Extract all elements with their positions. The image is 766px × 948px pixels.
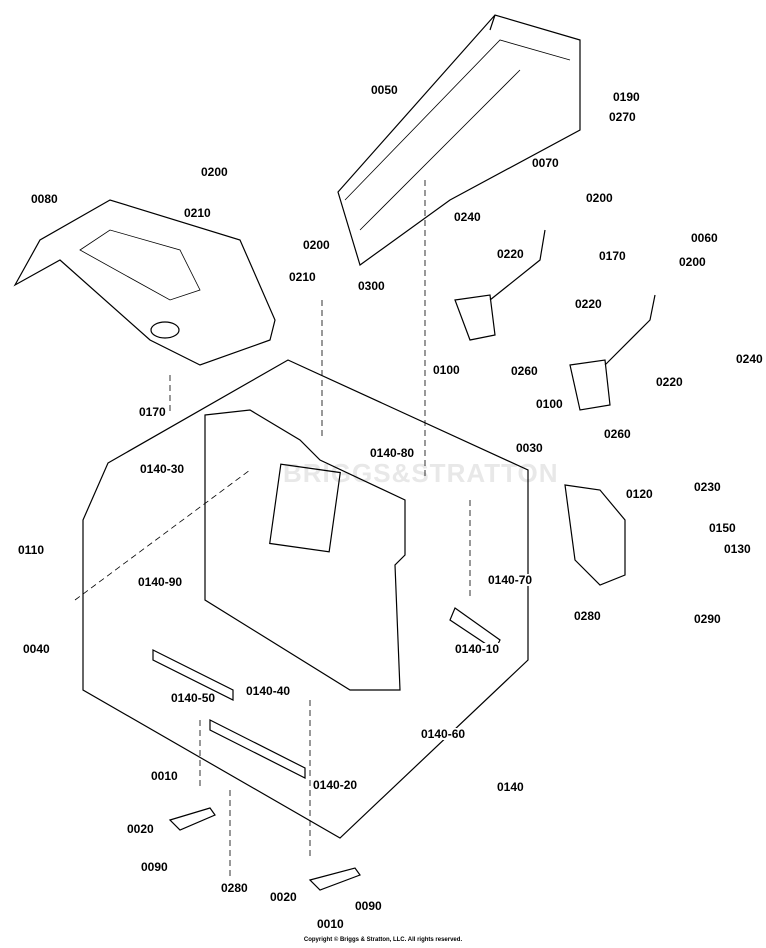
callout-0040: 0040 (22, 642, 51, 656)
callout-0190: 0190 (612, 90, 641, 104)
callout-0170: 0170 (598, 249, 627, 263)
callout-0240: 0240 (453, 210, 482, 224)
callout-0100: 0100 (535, 397, 564, 411)
callout-0220: 0220 (496, 247, 525, 261)
callout-0110: 0110 (17, 543, 46, 557)
dash-cover (13, 199, 276, 366)
pedal-right (308, 867, 361, 891)
bracket-right (569, 294, 656, 411)
callout-0130: 0130 (723, 542, 752, 556)
callout-0170: 0170 (138, 405, 167, 419)
callout-0200: 0200 (200, 165, 229, 179)
callout-0300: 0300 (357, 279, 386, 293)
pedal-left (168, 807, 216, 831)
callout-0280: 0280 (220, 881, 249, 895)
rear-bar (209, 719, 306, 779)
callout-0150: 0150 (708, 521, 737, 535)
callout-0020: 0020 (269, 890, 298, 904)
lower-bar (152, 649, 234, 701)
callout-0220: 0220 (574, 297, 603, 311)
callout-0200: 0200 (302, 238, 331, 252)
callout-0140-60: 0140-60 (420, 727, 467, 741)
callout-0140-30: 0140-30 (139, 462, 186, 476)
callout-0230: 0230 (693, 480, 722, 494)
callout-0080: 0080 (30, 192, 59, 206)
callout-0140-20: 0140-20 (312, 778, 359, 792)
callout-0280: 0280 (573, 609, 602, 623)
callout-0010: 0010 (150, 769, 179, 783)
callout-0140-10: 0140-10 (454, 642, 501, 656)
callout-0140: 0140 (496, 780, 525, 794)
callout-0060: 0060 (690, 231, 719, 245)
callout-0140-40: 0140-40 (245, 684, 292, 698)
callout-0140-80: 0140-80 (369, 446, 416, 460)
callout-0140-50: 0140-50 (170, 691, 217, 705)
discharge-chute (337, 14, 581, 266)
callout-0010: 0010 (316, 917, 345, 931)
callout-0100: 0100 (432, 363, 461, 377)
callout-0240: 0240 (735, 352, 764, 366)
assembly-box (82, 359, 529, 839)
callout-0270: 0270 (608, 110, 637, 124)
callout-0290: 0290 (693, 612, 722, 626)
bracket-left (454, 229, 546, 341)
callout-0090: 0090 (354, 899, 383, 913)
copyright: Copyright © Briggs & Stratton, LLC. All … (303, 937, 463, 943)
callout-0030: 0030 (515, 441, 544, 455)
callout-0070: 0070 (531, 156, 560, 170)
callout-0220: 0220 (655, 375, 684, 389)
callout-0260: 0260 (603, 427, 632, 441)
callout-0120: 0120 (625, 487, 654, 501)
callout-0200: 0200 (678, 255, 707, 269)
callout-0260: 0260 (510, 364, 539, 378)
callout-0050: 0050 (370, 83, 399, 97)
side-shield (564, 484, 626, 586)
callout-0140-90: 0140-90 (137, 575, 184, 589)
main-panel (204, 409, 406, 691)
callout-0200: 0200 (585, 191, 614, 205)
callout-0020: 0020 (126, 822, 155, 836)
callout-0210: 0210 (288, 270, 317, 284)
callout-0140-70: 0140-70 (487, 573, 534, 587)
callout-0090: 0090 (140, 860, 169, 874)
callout-0210: 0210 (183, 206, 212, 220)
